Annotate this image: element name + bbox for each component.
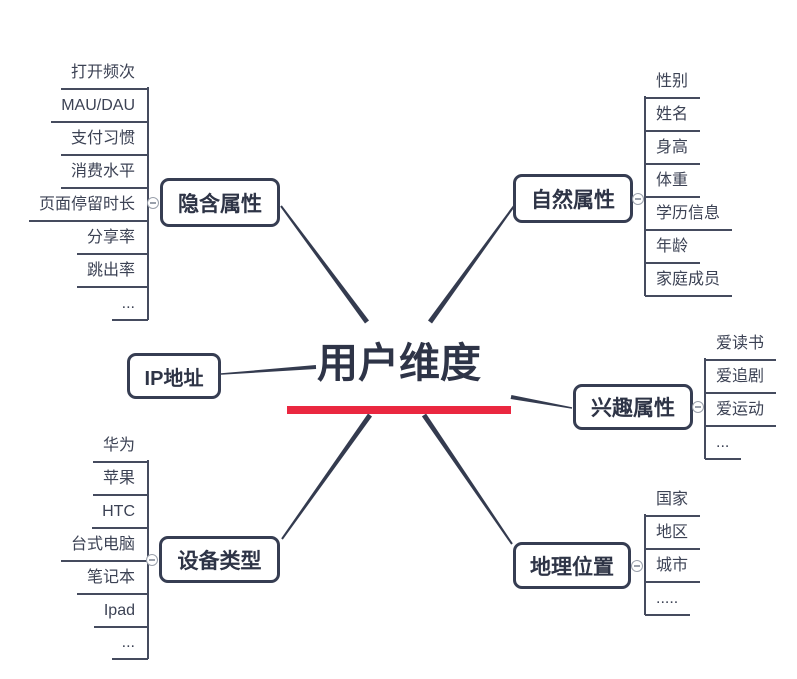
collapse-button-natural[interactable]: [632, 193, 644, 205]
leaf-topic[interactable]: .....: [645, 586, 691, 616]
leaf-topic[interactable]: 打开频次: [60, 60, 148, 90]
collapse-button-geo[interactable]: [631, 560, 643, 572]
connector-natural: [428, 205, 515, 324]
leaf-topic[interactable]: 家庭成员: [645, 267, 733, 297]
branch-node-label: IP地址: [144, 367, 204, 390]
collapse-button-device[interactable]: [146, 554, 158, 566]
connector-interest: [510, 395, 573, 409]
collapse-minus-icon: [150, 202, 156, 204]
leaf-topic[interactable]: 国家: [645, 487, 701, 517]
leaf-topic[interactable]: 爱追剧: [705, 364, 777, 394]
leaf-topic[interactable]: MAU/DAU: [51, 93, 148, 123]
branch-node-label: 自然属性: [531, 188, 615, 212]
connector-ip: [220, 365, 317, 375]
collapse-minus-icon: [149, 559, 155, 561]
collapse-button-implicit[interactable]: [147, 197, 159, 209]
leaf-topic[interactable]: 爱读书: [705, 331, 777, 361]
leaf-topic[interactable]: 跳出率: [76, 258, 148, 288]
leaf-topic[interactable]: 地区: [645, 520, 701, 550]
branch-node-geo-location[interactable]: 地理位置: [513, 542, 631, 589]
branch-node-implicit-attributes[interactable]: 隐含属性: [160, 178, 280, 227]
branch-node-label: 隐含属性: [178, 192, 262, 216]
leaf-topic[interactable]: ...: [705, 430, 742, 460]
leaf-topic[interactable]: ...: [111, 291, 148, 321]
collapse-button-interest[interactable]: [692, 401, 704, 413]
branch-node-ip-address[interactable]: IP地址: [127, 353, 221, 399]
collapse-minus-icon: [695, 406, 701, 408]
branch-node-natural-attributes[interactable]: 自然属性: [513, 174, 633, 223]
leaf-topic[interactable]: 城市: [645, 553, 701, 583]
connector-device: [281, 413, 372, 540]
leaf-topic[interactable]: 华为: [92, 433, 148, 463]
leaf-topic[interactable]: 苹果: [92, 466, 148, 496]
leaf-topic[interactable]: Ipad: [93, 598, 148, 628]
central-topic[interactable]: 用户维度: [317, 340, 481, 386]
leaf-topic[interactable]: 性别: [645, 69, 701, 99]
leaf-topic[interactable]: HTC: [92, 499, 148, 529]
leaf-topic[interactable]: 笔记本: [76, 565, 148, 595]
collapse-minus-icon: [635, 198, 641, 200]
connector-implicit: [280, 205, 369, 324]
leaf-topic[interactable]: 年龄: [645, 234, 701, 264]
leaf-topic[interactable]: 页面停留时长: [28, 192, 148, 222]
branch-node-label: 地理位置: [530, 555, 614, 579]
leaf-topic[interactable]: 姓名: [645, 102, 701, 132]
branch-node-label: 设备类型: [177, 549, 262, 573]
collapse-minus-icon: [634, 565, 640, 567]
leaf-topic[interactable]: 爱运动: [705, 397, 777, 427]
leaf-topic[interactable]: 分享率: [76, 225, 148, 255]
branch-node-label: 兴趣属性: [591, 397, 675, 420]
leaf-topic[interactable]: 身高: [645, 135, 701, 165]
leaf-topic[interactable]: 学历信息: [645, 201, 733, 231]
branch-node-interest-attributes[interactable]: 兴趣属性: [573, 384, 693, 430]
leaf-topic[interactable]: ...: [111, 630, 148, 660]
leaf-topic[interactable]: 消费水平: [60, 159, 148, 189]
connector-geo: [421, 413, 513, 545]
leaf-topic[interactable]: 体重: [645, 168, 701, 198]
leaf-topic[interactable]: 支付习惯: [60, 126, 148, 156]
branch-node-device-type[interactable]: 设备类型: [159, 536, 280, 583]
central-topic-underline: [287, 406, 511, 414]
leaf-topic[interactable]: 台式电脑: [60, 532, 148, 562]
